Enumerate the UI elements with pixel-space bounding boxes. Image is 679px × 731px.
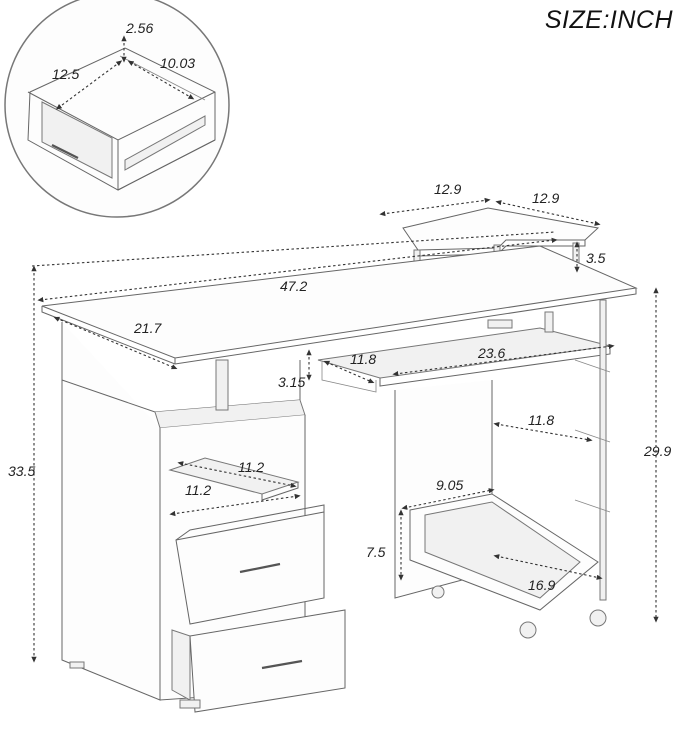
keyboard-width-dim	[392, 343, 615, 377]
shelf-depth-label: 12.9	[532, 190, 559, 206]
desk-width-dim	[37, 237, 558, 303]
center-leg	[215, 359, 229, 411]
cpu-height-label: 7.5	[366, 544, 386, 560]
cpu-width-label: 9.05	[436, 477, 463, 493]
inset-drawer-front	[41, 101, 113, 179]
desk-height-label: 29.9	[643, 443, 671, 459]
drawer-depth-label: 10.03	[160, 55, 195, 71]
size-unit-title: SIZE:INCH	[544, 6, 673, 34]
inset-drawer-handle	[51, 144, 79, 159]
drawer-height-label: 2.56	[125, 20, 153, 36]
cabinet-shelf-depth-label: 11.2	[238, 459, 264, 475]
shelf-width-label: 12.9	[434, 181, 461, 197]
desk-illustration	[41, 207, 638, 713]
total-height-label: 33.5	[8, 463, 35, 479]
tray-bracket	[487, 319, 513, 329]
left-pedestal-side	[61, 322, 161, 701]
desk-depth-dim	[53, 316, 178, 370]
cabinet-drawer-2-handle	[261, 659, 303, 670]
drawer-depth-dim	[127, 60, 195, 100]
cabinet-shelf-depth-dim	[177, 461, 297, 488]
caster-3	[431, 585, 445, 599]
drawer-width-label: 12.5	[52, 66, 79, 82]
keyboard-width-label: 23.6	[477, 345, 505, 361]
desk-depth-label: 21.7	[133, 320, 162, 336]
drawer-inset: 2.56 12.5 10.03	[4, 0, 230, 218]
caster-2	[589, 609, 607, 627]
foot-2	[179, 699, 201, 709]
caster-1	[519, 621, 537, 639]
monitor-shelf	[402, 207, 600, 251]
cabinet-shelf-width-label: 11.2	[185, 482, 211, 498]
inner-depth-label: 11.8	[528, 412, 554, 428]
right-leg	[599, 299, 607, 601]
keyboard-drop-label: 3.15	[278, 374, 305, 390]
cabinet-drawer-2	[189, 609, 346, 713]
desk-width-label: 47.2	[280, 278, 307, 294]
cpu-depth-label: 16.9	[528, 577, 555, 593]
shelf-height-label: 3.5	[586, 250, 606, 266]
dimension-lines	[31, 197, 659, 663]
cabinet-drawer-1-handle	[239, 562, 281, 574]
inset-drawer-slide	[124, 115, 206, 171]
foot-1	[69, 661, 85, 669]
inner-depth-dim	[493, 421, 593, 443]
cabinet-shelf-width-dim	[169, 493, 301, 517]
shelf-depth-dim	[495, 200, 601, 226]
keyboard-depth-dim	[323, 360, 375, 384]
keyboard-slide	[321, 362, 377, 393]
dimension-labels: 12.9 12.9 3.5 47.2 21.7 3.15 11.8 23.6 1…	[8, 181, 671, 593]
cabinet-drawer-1	[175, 511, 325, 625]
keyboard-depth-label: 11.8	[350, 351, 376, 367]
tray-bracket-right	[544, 311, 554, 333]
